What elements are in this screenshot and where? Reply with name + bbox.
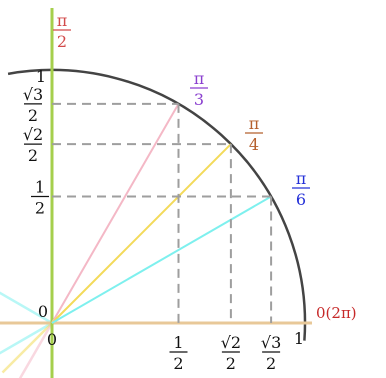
angle-label-pi-2-numerator: π [57,11,68,30]
ray-pi4 [51,143,232,324]
angle-label-pi-3-numerator: π [194,69,205,88]
x-tick-sqrt3-over-2-numerator: √3 [261,333,281,352]
ray-pi3 [51,103,180,324]
x-tick-half-numerator: 1 [173,333,183,352]
x-tick-sqrt3-over-2-denominator: 2 [266,354,276,373]
unit-circle-arc [7,68,307,341]
origin-label-bottom: 0 [47,330,57,349]
origin-label-left: 0 [38,302,48,321]
x-tick-sqrt2-over-2-denominator: 2 [226,354,236,373]
angle-label-pi-4-numerator: π [249,114,260,133]
angle-label-pi-6-numerator: π [296,169,307,188]
y-tick-one: 1 [36,67,46,86]
y-tick-sqrt2-over-2-numerator: √2 [23,125,43,144]
angle-label-pi-3-denominator: 3 [194,90,204,109]
angle-label-pi-6-denominator: 6 [296,190,306,209]
angle-label-pi-2-denominator: 2 [57,32,67,51]
ray-mirror-pi6 [0,321,53,355]
x-tick-one: 1 [294,329,304,348]
projection-lines [52,102,273,323]
ray-pi6 [51,195,272,324]
y-tick-half-denominator: 2 [35,199,45,218]
ray-mirror-pi4 [1,322,53,374]
angle-label-zero: 0(2π) [316,304,357,322]
ray-mirror-pi3 [18,322,54,378]
angle-label-pi-4-denominator: 4 [249,135,259,154]
y-tick-sqrt3-over-2-denominator: 2 [28,106,38,125]
y-tick-sqrt2-over-2-denominator: 2 [28,146,38,165]
x-tick-half-denominator: 2 [173,354,183,373]
y-tick-half-numerator: 1 [35,178,45,197]
y-tick-sqrt3-over-2-numerator: √3 [23,85,43,104]
ray-mirror-pi3b [0,291,53,325]
x-tick-sqrt2-over-2-numerator: √2 [221,333,241,352]
